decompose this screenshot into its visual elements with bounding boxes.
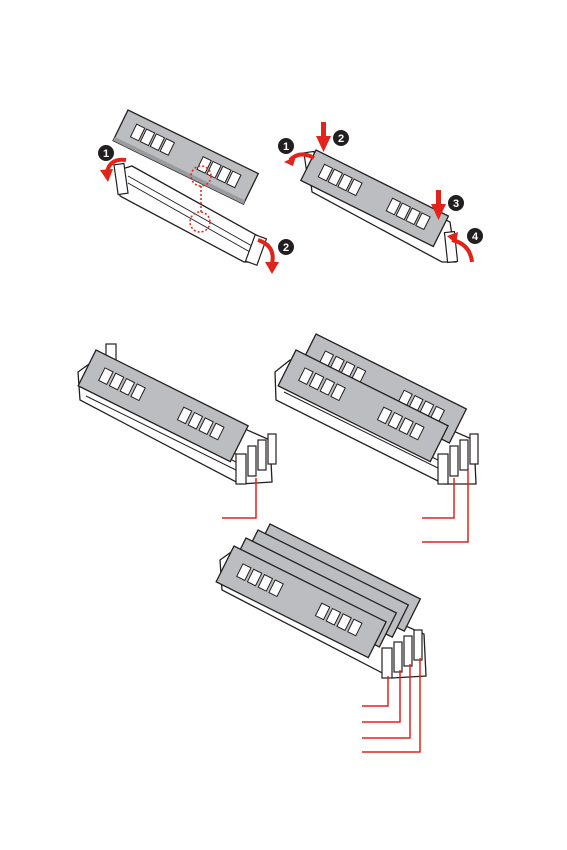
step-1-label: 1 bbox=[283, 141, 289, 153]
step-marker-icon: 3 bbox=[448, 195, 464, 211]
panel-one-module bbox=[78, 344, 276, 518]
panel-align-module: 1 2 bbox=[98, 110, 294, 274]
step-marker-icon: 4 bbox=[467, 228, 483, 244]
step-2-label: 2 bbox=[283, 242, 289, 254]
panel-four-modules bbox=[216, 524, 426, 752]
step-marker-icon: 2 bbox=[333, 130, 349, 146]
step-1-label: 1 bbox=[103, 148, 109, 160]
step-2-label: 2 bbox=[338, 133, 344, 145]
step-4-label: 4 bbox=[472, 231, 479, 243]
panel-two-modules bbox=[275, 334, 478, 542]
step-3-label: 3 bbox=[453, 198, 459, 210]
step-marker-icon: 1 bbox=[278, 138, 294, 154]
push-down-arrow-icon bbox=[316, 122, 331, 152]
step-marker-icon: 2 bbox=[278, 239, 294, 255]
step-marker-icon: 1 bbox=[98, 145, 114, 161]
panel-insert-module: 1 2 3 4 bbox=[278, 122, 483, 262]
callout-line-icon bbox=[362, 676, 388, 706]
